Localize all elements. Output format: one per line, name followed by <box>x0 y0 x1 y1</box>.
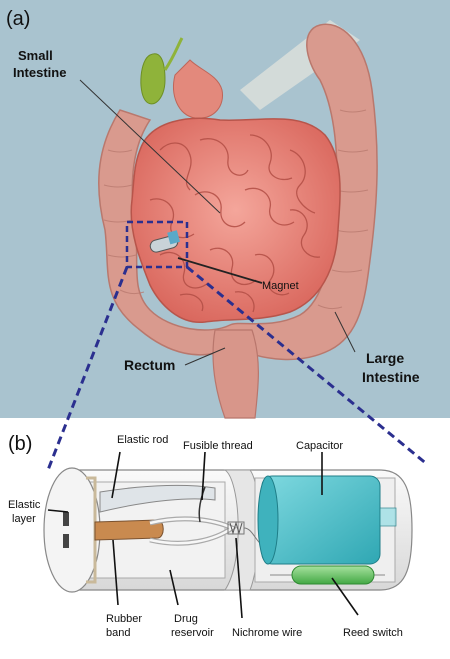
rectum-label: Rectum <box>124 357 175 373</box>
nichrome-wire-leader <box>235 537 243 619</box>
bile-duct <box>163 37 184 71</box>
capacitor <box>257 475 397 565</box>
magnet-leader <box>177 257 263 284</box>
large-intestine-label-2: Intestine <box>362 369 420 385</box>
small-intestine-leader <box>79 79 221 214</box>
panel-b-leaders <box>47 451 359 619</box>
magnet-label: Magnet <box>262 280 299 292</box>
fusible-thread-leader <box>201 451 206 501</box>
reed-switch <box>270 565 385 585</box>
elastic-layer-leader <box>47 509 69 513</box>
zoom-line-left <box>46 266 129 471</box>
elastic-layer-cap <box>43 467 101 593</box>
elastic-rod <box>99 484 216 513</box>
capacitor-label: Capacitor <box>296 440 343 452</box>
reed-switch-label: Reed switch <box>343 627 403 639</box>
rectum-illustration <box>212 329 259 419</box>
drug-reservoir-leader <box>169 569 179 606</box>
panel-a-label: (a) <box>6 8 30 30</box>
rubber-band-label-1: Rubber <box>106 613 142 625</box>
rubber-band-leader <box>112 539 119 606</box>
panel-b-label: (b) <box>8 433 32 455</box>
fusible-thread-label: Fusible thread <box>183 440 253 452</box>
panel-b: (b) <box>8 433 413 639</box>
rubber-band-label-2: band <box>106 627 130 639</box>
elastic-layer-label-2: layer <box>12 513 36 525</box>
elastic-rod-leader <box>111 451 121 499</box>
small-intestine-label-1: Small <box>18 48 53 63</box>
large-intestine-leader <box>334 311 356 353</box>
drug-reservoir-label-2: reservoir <box>171 627 214 639</box>
panel-a: (a) Small Intestine Magnet Rectum Large … <box>0 0 450 419</box>
drug-reservoir-label-1: Drug <box>174 613 198 625</box>
duodenum-illustration <box>173 59 224 119</box>
small-intestine-label-2: Intestine <box>13 65 66 80</box>
fusible-thread <box>198 486 206 523</box>
large-intestine-label-1: Large <box>366 350 404 366</box>
elastic-rod-label: Elastic rod <box>117 434 168 446</box>
small-intestine-illustration <box>130 117 341 323</box>
gallbladder-illustration <box>140 53 166 105</box>
rectum-leader <box>184 347 226 366</box>
nichrome-wire-label: Nichrome wire <box>232 627 302 639</box>
reed-switch-leader <box>331 577 359 616</box>
capsule-in-intestine <box>149 230 180 253</box>
elastic-layer-label-1: Elastic <box>8 499 41 511</box>
dashed-zoom-box <box>125 220 189 269</box>
